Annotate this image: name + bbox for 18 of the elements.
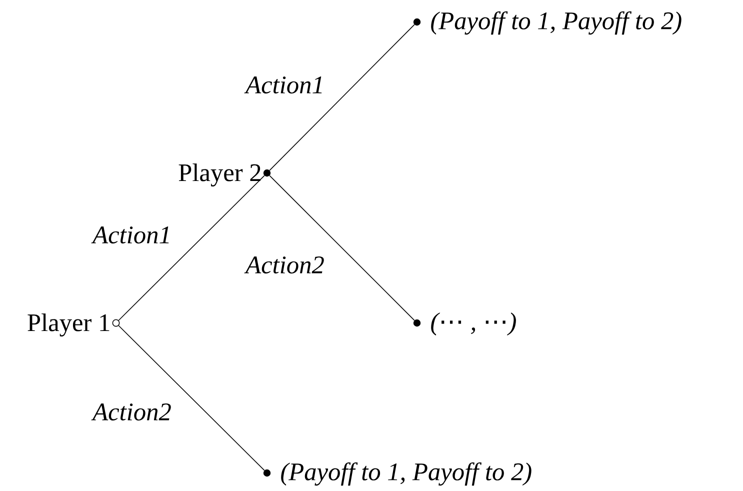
branch-line	[269, 24, 415, 171]
decision-node	[413, 319, 421, 327]
edge-label: Action1	[244, 75, 326, 95]
player-label: Player 2	[178, 163, 260, 186]
decision-node	[263, 169, 271, 177]
edge-label: Action2	[244, 255, 326, 275]
payoff-label: (Payoff to 1, Payoff to 2)	[281, 462, 532, 486]
decision-node	[263, 469, 271, 477]
player-label: Player 1	[28, 313, 110, 336]
payoff-label: (Payoff to 1, Payoff to 2)	[431, 11, 682, 35]
branch-line	[269, 175, 415, 321]
edge-label: Action2	[91, 402, 173, 422]
branch-line	[118, 175, 265, 321]
edge-label: Action1	[91, 225, 173, 245]
decision-node	[413, 18, 421, 26]
payoff-label: (⋯ , ⋯)	[431, 312, 516, 336]
branch-line	[118, 325, 265, 471]
decision-node	[112, 319, 120, 327]
